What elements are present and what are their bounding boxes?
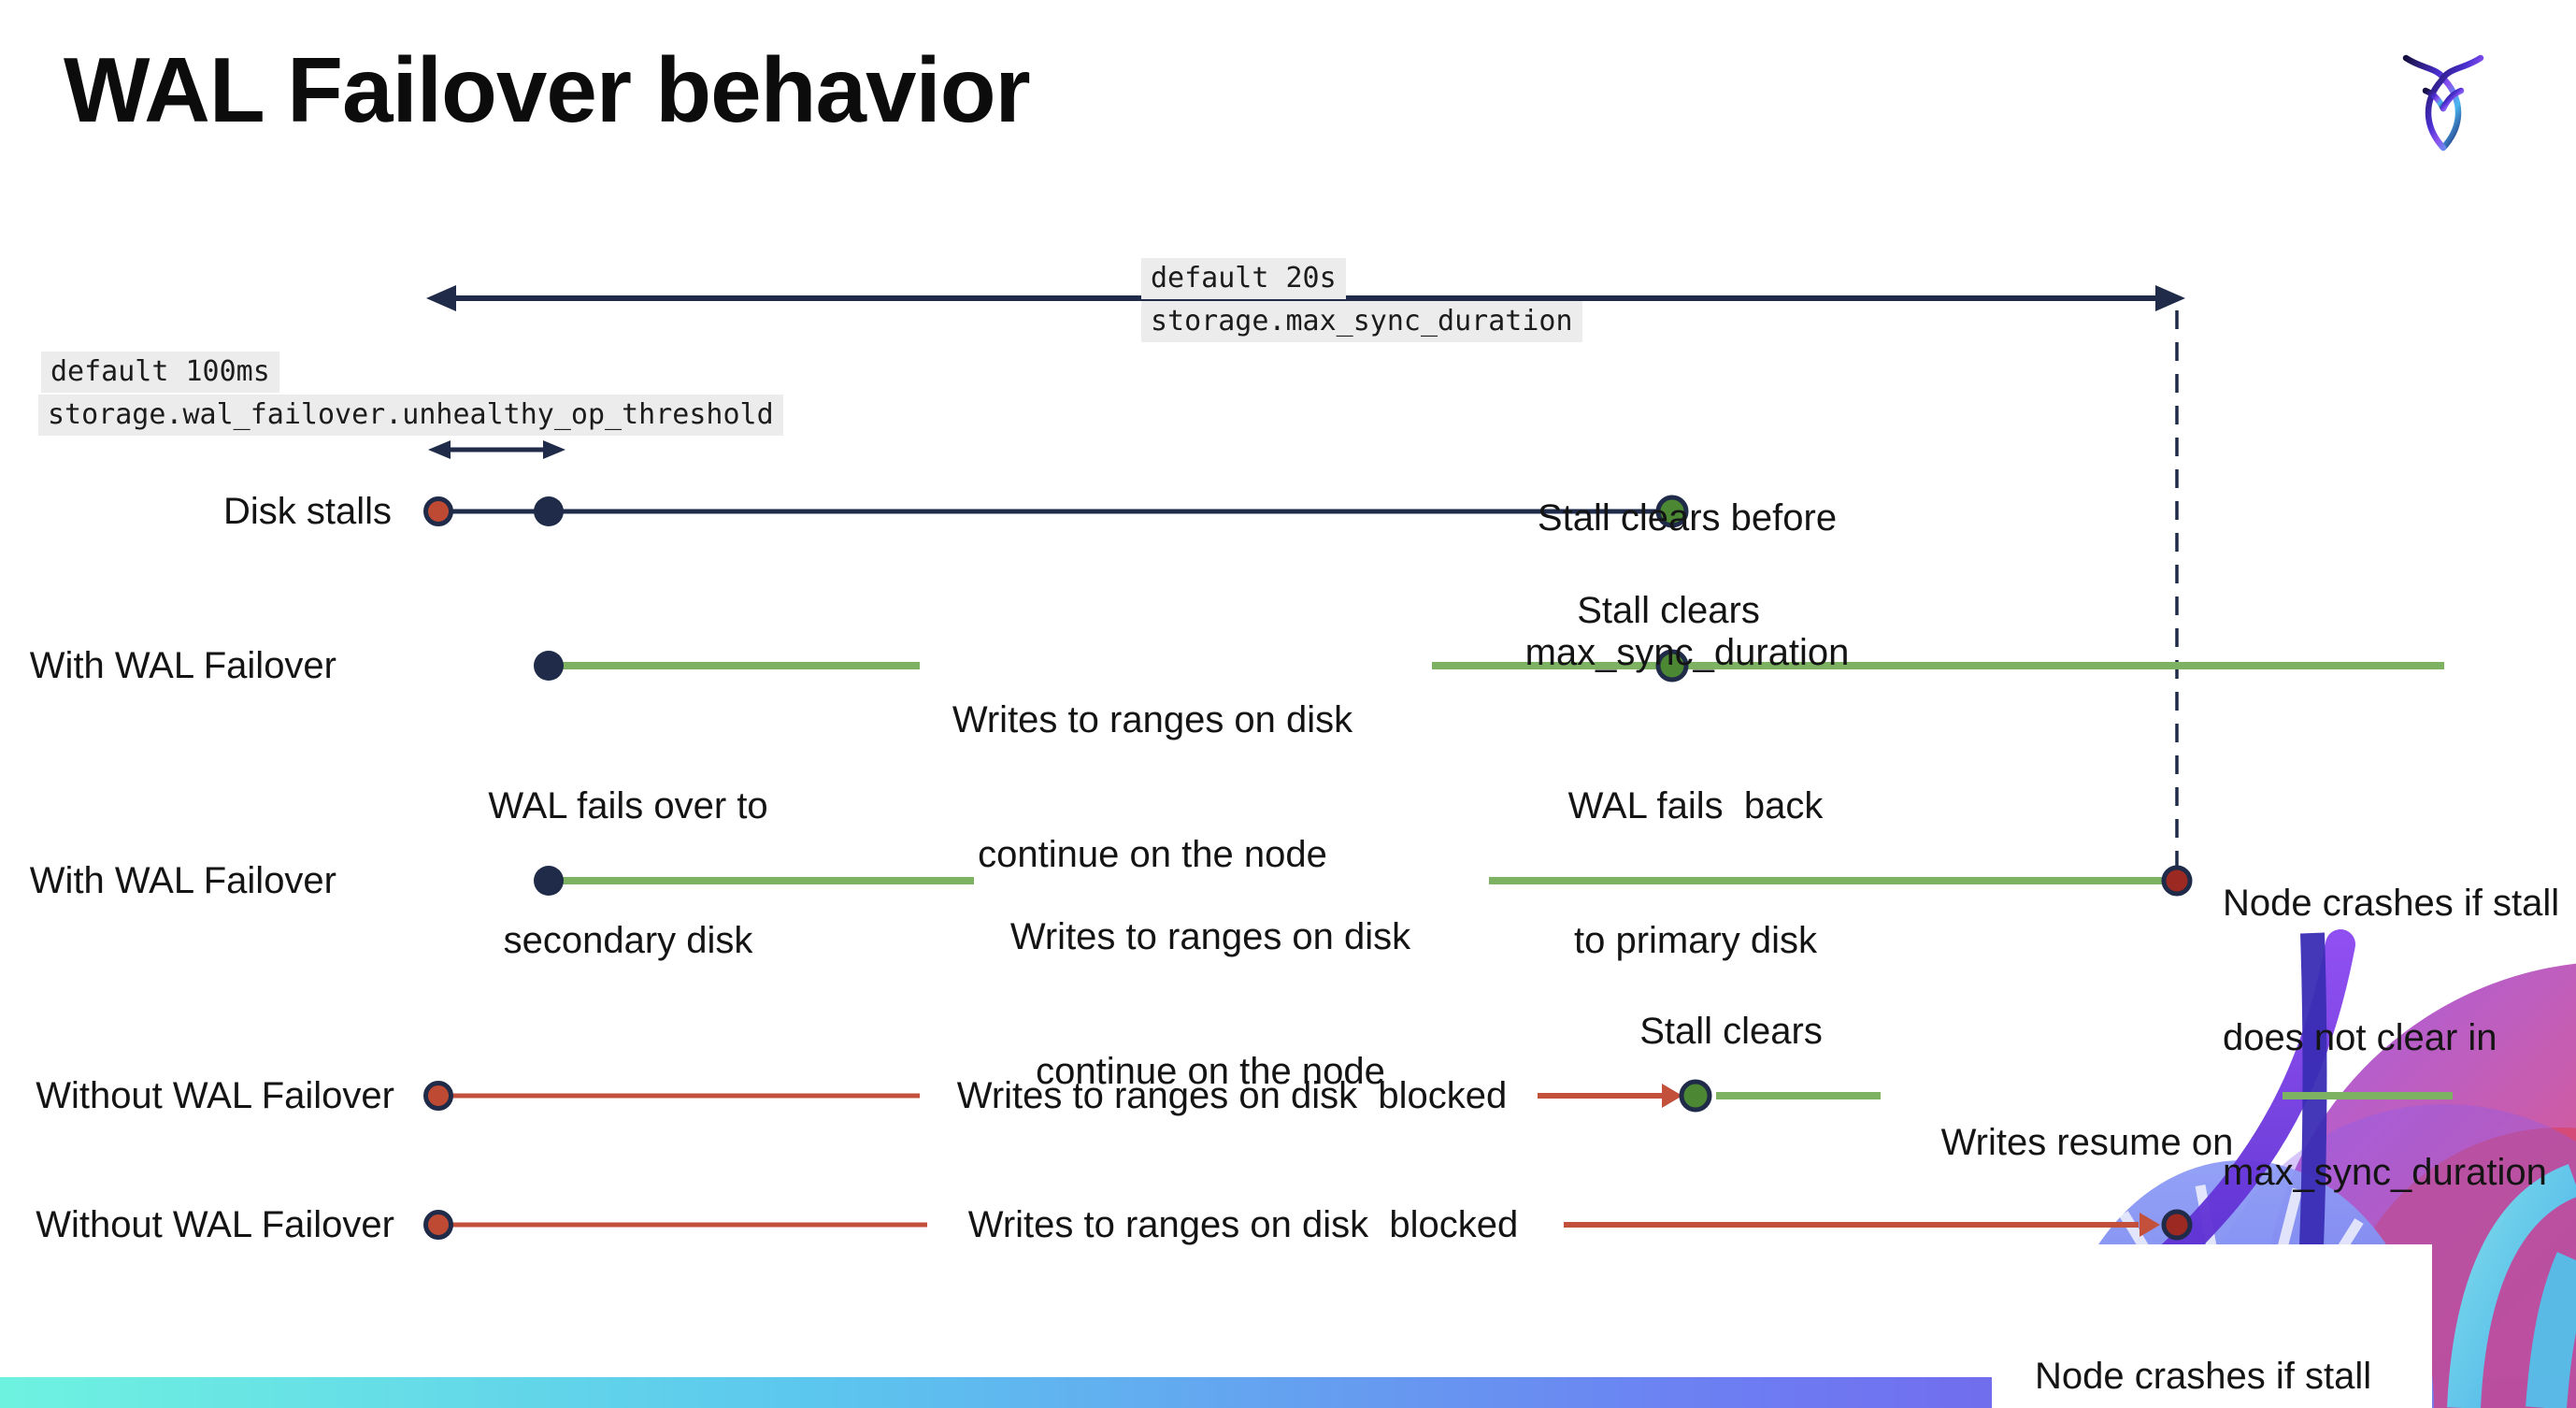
annotation-line: max_sync_duration xyxy=(2223,1152,2547,1193)
page-title: WAL Failover behavior xyxy=(64,38,1031,141)
annotation-line: Writes resume on xyxy=(1940,1122,2234,1163)
annotation-line: Writes to ranges on disk xyxy=(952,699,1353,740)
row5-stall-start-dot xyxy=(423,1210,453,1240)
wing-purple-ribbon xyxy=(2152,929,2355,1275)
row-label-with-wal-failover-2: With WAL Failover xyxy=(29,860,336,901)
annotation-wal-fails-over: WAL fails over to secondary disk xyxy=(488,694,767,1053)
row-label-disk-stalls: Disk stalls xyxy=(222,491,392,532)
annotation-line: Writes to ranges on disk xyxy=(1009,916,1411,957)
row-label-without-wal-failover-2: Without WAL Failover xyxy=(36,1204,394,1245)
annotation-stall-clears-row2: Stall clears xyxy=(1577,590,1760,631)
annotation-stall-clears-row4: Stall clears xyxy=(1639,1011,1823,1052)
annotation-writes-blocked-row5: Writes to ranges on disk blocked xyxy=(967,1204,1519,1245)
row2-failover-dot xyxy=(534,651,564,681)
max-sync-duration-default-label: default 20s xyxy=(1141,258,1346,299)
annotation-line: WAL fails back xyxy=(1567,785,1824,826)
wing-cyan-arc xyxy=(2447,1164,2576,1408)
threshold-default-label: default 100ms xyxy=(41,352,279,393)
threshold-setting-name: storage.wal_failover.unhealthy_op_thresh… xyxy=(38,395,783,436)
annotation-node-crashes-row3: Node crashes if stall does not clear in … xyxy=(2223,791,2559,1285)
row-label-without-wal-failover-1: Without WAL Failover xyxy=(36,1075,394,1116)
annotation-line: Stall clears before xyxy=(1537,497,1838,539)
row4-stall-clears-dot xyxy=(1679,1079,1712,1113)
annotation-stall-clears-before: Stall clears before max_sync_duration xyxy=(1525,406,1850,765)
row4-red-arrowhead xyxy=(1662,1084,1682,1108)
row1-stall-clears-dot xyxy=(1655,495,1689,528)
row-label-with-wal-failover-1: With WAL Failover xyxy=(29,645,336,686)
node-crash-callout-box: Node crashes if stall does not clear in … xyxy=(1992,1244,2432,1408)
row1-stall-start-dot xyxy=(423,496,453,526)
annotation-line: Node crashes if stall xyxy=(2035,1356,2372,1397)
annotation-writes-continue-row3: Writes to ranges on disk continue on the… xyxy=(1010,825,1410,1184)
cockroachdb-logo-icon xyxy=(2402,54,2484,151)
annotation-wal-fails-back: WAL fails back to primary disk xyxy=(1568,694,1824,1053)
row3-node-crash-dot xyxy=(2161,865,2193,897)
row3-failover-dot xyxy=(534,866,564,896)
row1-failover-threshold-dot xyxy=(534,496,564,526)
row5-node-crash-dot xyxy=(2161,1209,2193,1241)
annotation-line: max_sync_duration xyxy=(1524,632,1850,673)
annotation-line: continue on the node xyxy=(1036,1051,1385,1092)
annotation-line: secondary disk xyxy=(503,920,753,961)
max-sync-duration-setting-name: storage.max_sync_duration xyxy=(1141,301,1582,342)
annotation-writes-blocked-row4: Writes to ranges on disk blocked xyxy=(956,1075,1508,1116)
threshold-arrow xyxy=(428,440,565,459)
row2-stall-clears-dot xyxy=(1655,649,1689,682)
row5-red-arrowhead xyxy=(2140,1213,2160,1237)
row4-stall-start-dot xyxy=(423,1081,453,1111)
annotation-line: does not clear in xyxy=(2223,1017,2497,1058)
annotation-line: continue on the node xyxy=(978,834,1327,875)
wing-cyan-edge-arc xyxy=(2526,1252,2576,1408)
annotation-line: Node crashes if stall xyxy=(2223,883,2560,924)
annotation-writes-continue-row2: Writes to ranges on disk continue on the… xyxy=(952,608,1352,967)
annotation-line: to primary disk xyxy=(1573,920,1818,961)
annotation-line: WAL fails over to xyxy=(488,785,768,826)
